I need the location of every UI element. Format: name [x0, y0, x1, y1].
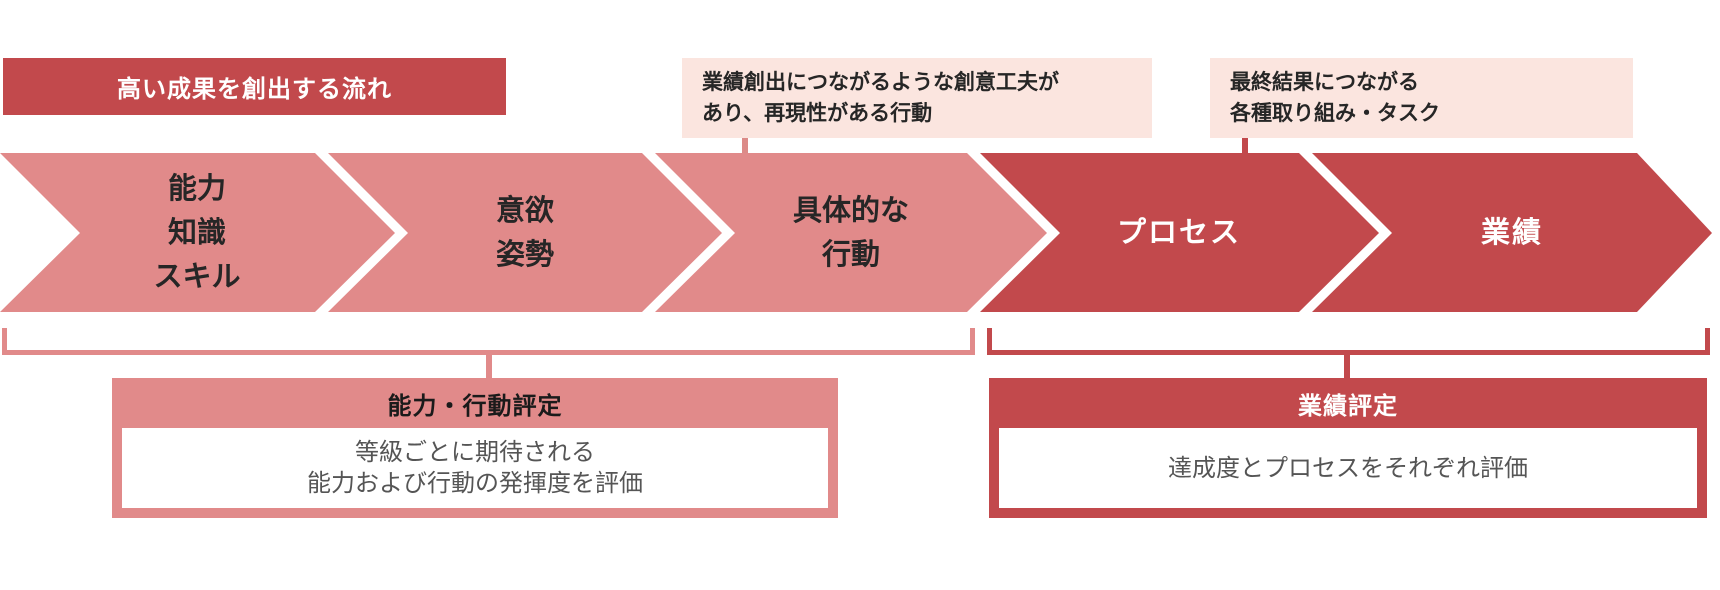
callout-connector-line-2: [1242, 138, 1248, 154]
step-label-line: プロセス: [1116, 217, 1241, 249]
evaluation-title: 能力・行動評定: [387, 392, 563, 420]
step-label-process: プロセス: [1029, 153, 1329, 313]
evaluation-body-line: 能力および行動の発揮度を評価: [307, 470, 643, 497]
bracket-ability-behavior: [2, 350, 975, 355]
step-label-line: 行動: [821, 239, 880, 271]
step-label-ability: 能力 知識 スキル: [47, 153, 347, 313]
bracket-end-tick: [2, 328, 7, 355]
step-label-line: 姿勢: [495, 239, 554, 271]
chevron-step-process: [980, 153, 1379, 312]
flow-title-label: 高い成果を創出する流れ: [117, 76, 392, 103]
evaluation-body: 等級ごとに期待される 能力および行動の発揮度を評価: [122, 428, 828, 508]
bracket-end-tick: [987, 328, 992, 355]
step-label-motivation: 意欲 姿勢: [375, 153, 675, 313]
evaluation-box-ability-behavior: 能力・行動評定 等級ごとに期待される 能力および行動の発揮度を評価: [112, 378, 838, 518]
chevron-step-motivation: [328, 153, 722, 312]
bracket-performance: [987, 350, 1710, 355]
callout-connector-line-1: [742, 138, 748, 154]
step-label-line: 業績: [1480, 217, 1543, 249]
callout-line: 各種取り組み・タスク: [1230, 102, 1440, 125]
evaluation-body-line: 等級ごとに期待される: [355, 439, 595, 466]
callout-action-note: 業績創出につながるような創意工夫が あり、再現性がある行動: [682, 58, 1152, 138]
callout-line: あり、再現性がある行動: [702, 102, 933, 125]
evaluation-title: 業績評定: [1298, 392, 1398, 420]
step-label-line: スキル: [153, 261, 241, 293]
step-label-line: 知識: [167, 217, 226, 249]
bracket-end-tick: [970, 328, 975, 355]
step-label-line: 能力: [167, 173, 226, 205]
callout-line: 業績創出につながるような創意工夫が: [702, 71, 1059, 94]
bracket-end-tick: [1705, 328, 1710, 355]
step-label-behavior: 具体的な 行動: [701, 153, 1001, 313]
bracket-drop-line: [1344, 354, 1350, 378]
step-label-line: 具体的な: [792, 195, 909, 227]
evaluation-body: 達成度とプロセスをそれぞれ評価: [999, 428, 1697, 508]
flow-title-banner: 高い成果を創出する流れ: [3, 58, 506, 115]
chevron-step-behavior: [655, 153, 1047, 312]
bracket-drop-line: [486, 354, 492, 378]
evaluation-box-performance: 業績評定 達成度とプロセスをそれぞれ評価: [989, 378, 1707, 518]
callout-process-note: 最終結果につながる 各種取り組み・タスク: [1210, 58, 1633, 138]
evaluation-body-line: 達成度とプロセスをそれぞれ評価: [1168, 454, 1528, 482]
callout-line: 最終結果につながる: [1230, 71, 1419, 94]
chevron-step-results: [1312, 153, 1712, 312]
step-label-line: 意欲: [495, 195, 554, 227]
chevron-step-ability: [0, 153, 395, 312]
process-flow-chevrons: [0, 153, 1712, 312]
step-label-results: 業績: [1362, 153, 1662, 313]
